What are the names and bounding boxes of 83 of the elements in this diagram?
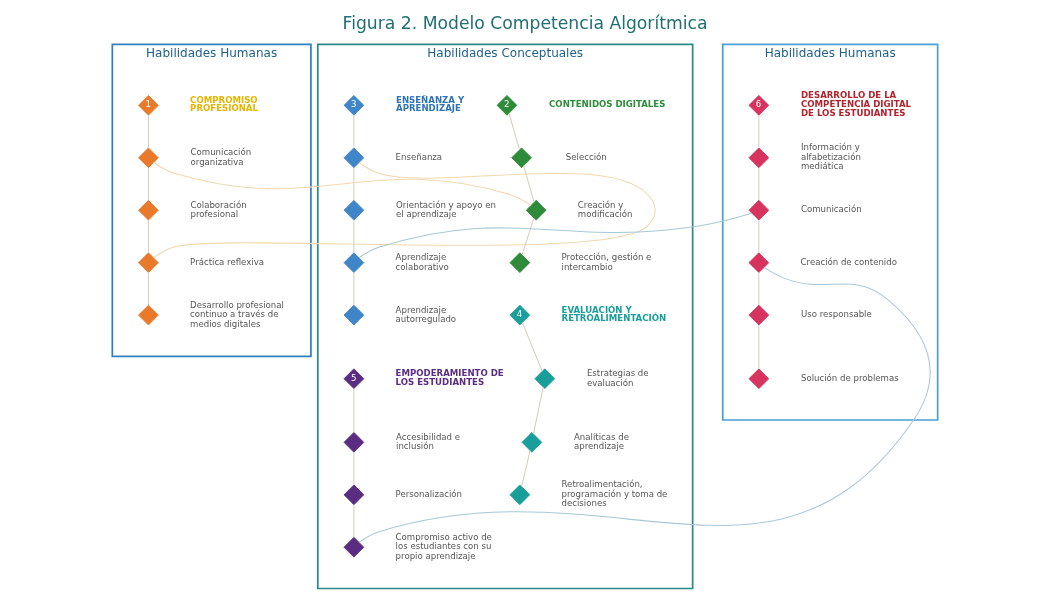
node-diamond — [509, 484, 531, 506]
connector — [147, 219, 149, 253]
connector — [353, 114, 355, 149]
node-label: Información y alfabetización mediática — [800, 142, 861, 172]
node-label: Analíticas de aprendizaje — [574, 431, 629, 452]
node-label: Solución de problemas — [800, 372, 899, 383]
connector — [153, 162, 656, 259]
node-label: Comunicación — [800, 204, 862, 215]
connector — [522, 322, 543, 372]
connector — [758, 167, 760, 201]
node-diamond: 6 — [748, 95, 770, 116]
node-diamond — [521, 432, 543, 453]
connector — [353, 219, 355, 253]
node-label: EVALUACIÓN Y RETROALIMENTACIÓN — [561, 304, 667, 324]
node-label: ENSEÑANZA Y APRENDIZAJE — [396, 94, 465, 114]
connector — [353, 272, 355, 306]
node-diamond: 4 — [509, 304, 531, 326]
node-diamond — [343, 304, 365, 326]
node-diamond — [748, 252, 770, 273]
node-label: Desarrollo profesional continuo a través de medios digitales — [190, 299, 284, 329]
connector — [147, 272, 149, 306]
node-diamond — [748, 199, 770, 221]
node-label: Creación de contenido — [800, 256, 897, 267]
connector — [358, 212, 753, 259]
connector — [153, 162, 532, 206]
connector — [523, 165, 535, 203]
connector — [532, 386, 544, 435]
node-diamond — [525, 199, 547, 221]
node-label: Retroalimentación, programación y toma de decisiones — [561, 479, 668, 509]
node-diamond — [509, 252, 531, 273]
node-label: Estrategias de evaluación — [586, 368, 649, 388]
connector — [147, 167, 149, 201]
node-diamond: 2 — [496, 95, 518, 116]
node-diamond — [138, 147, 159, 169]
node-diamond — [343, 432, 365, 453]
node-label: EMPODERAMIENTO DE LOS ESTUDIANTES — [395, 368, 504, 387]
node-diamond — [534, 368, 556, 390]
connector — [758, 324, 760, 370]
node-diamond — [138, 304, 159, 326]
connector — [521, 450, 531, 487]
node-diamond — [343, 536, 365, 558]
connector — [353, 504, 355, 538]
node-label: Aprendizaje colaborativo — [395, 252, 449, 272]
connector — [508, 112, 520, 151]
diagram-title: Figura 2. Modelo Competencia Algorítmica — [342, 12, 708, 33]
connector — [353, 388, 355, 433]
connector — [353, 167, 355, 201]
node-label: Enseñanza — [395, 151, 443, 162]
connector — [758, 114, 760, 149]
node-label: DESARROLLO DE LA COMPETENCIA DIGITAL DE LOS ESTUDIANTES — [800, 90, 912, 118]
connector — [758, 272, 760, 306]
node-diamond — [748, 147, 770, 169]
node-diamond — [343, 252, 365, 273]
node-diamond — [138, 199, 159, 221]
node-label: Práctica reflexiva — [190, 256, 265, 267]
node-label: Orientación y apoyo en el aprendizaje — [396, 199, 497, 220]
node-diamond: 1 — [138, 95, 159, 116]
node-label: Uso responsable — [800, 309, 872, 320]
node-diamond — [343, 484, 365, 506]
connector — [147, 114, 149, 149]
node-label: COMPROMISO PROFESIONAL — [190, 94, 258, 114]
node-label: CONTENIDOS DIGITALES — [549, 98, 666, 109]
node-label: Selección — [565, 151, 607, 162]
node-label: Comunicación organizativa — [190, 147, 252, 167]
node-label: Compromiso activo de los estudiantes con su propio aprendizaje — [395, 531, 492, 561]
node-diamond — [748, 368, 770, 390]
node-label: Personalización — [395, 488, 463, 499]
connector — [758, 219, 760, 253]
node-label: Aprendizaje autorregulado — [395, 304, 457, 324]
node-diamond — [343, 199, 365, 221]
node-diamond — [511, 147, 532, 169]
node-diamond: 3 — [343, 95, 365, 116]
node-label: Creación y modificación — [577, 199, 633, 220]
node-diamond — [343, 147, 365, 169]
node-label: Protección, gestión e intercambio — [561, 252, 652, 272]
connector — [358, 266, 931, 543]
connector — [353, 451, 355, 486]
node-diamond: 5 — [343, 368, 365, 390]
node-diamond — [138, 252, 159, 273]
connector — [521, 217, 535, 256]
node-label: Accesibilidad e inclusión — [396, 431, 461, 452]
node-diamond — [748, 304, 770, 326]
node-label: Colaboración profesional — [190, 199, 247, 220]
